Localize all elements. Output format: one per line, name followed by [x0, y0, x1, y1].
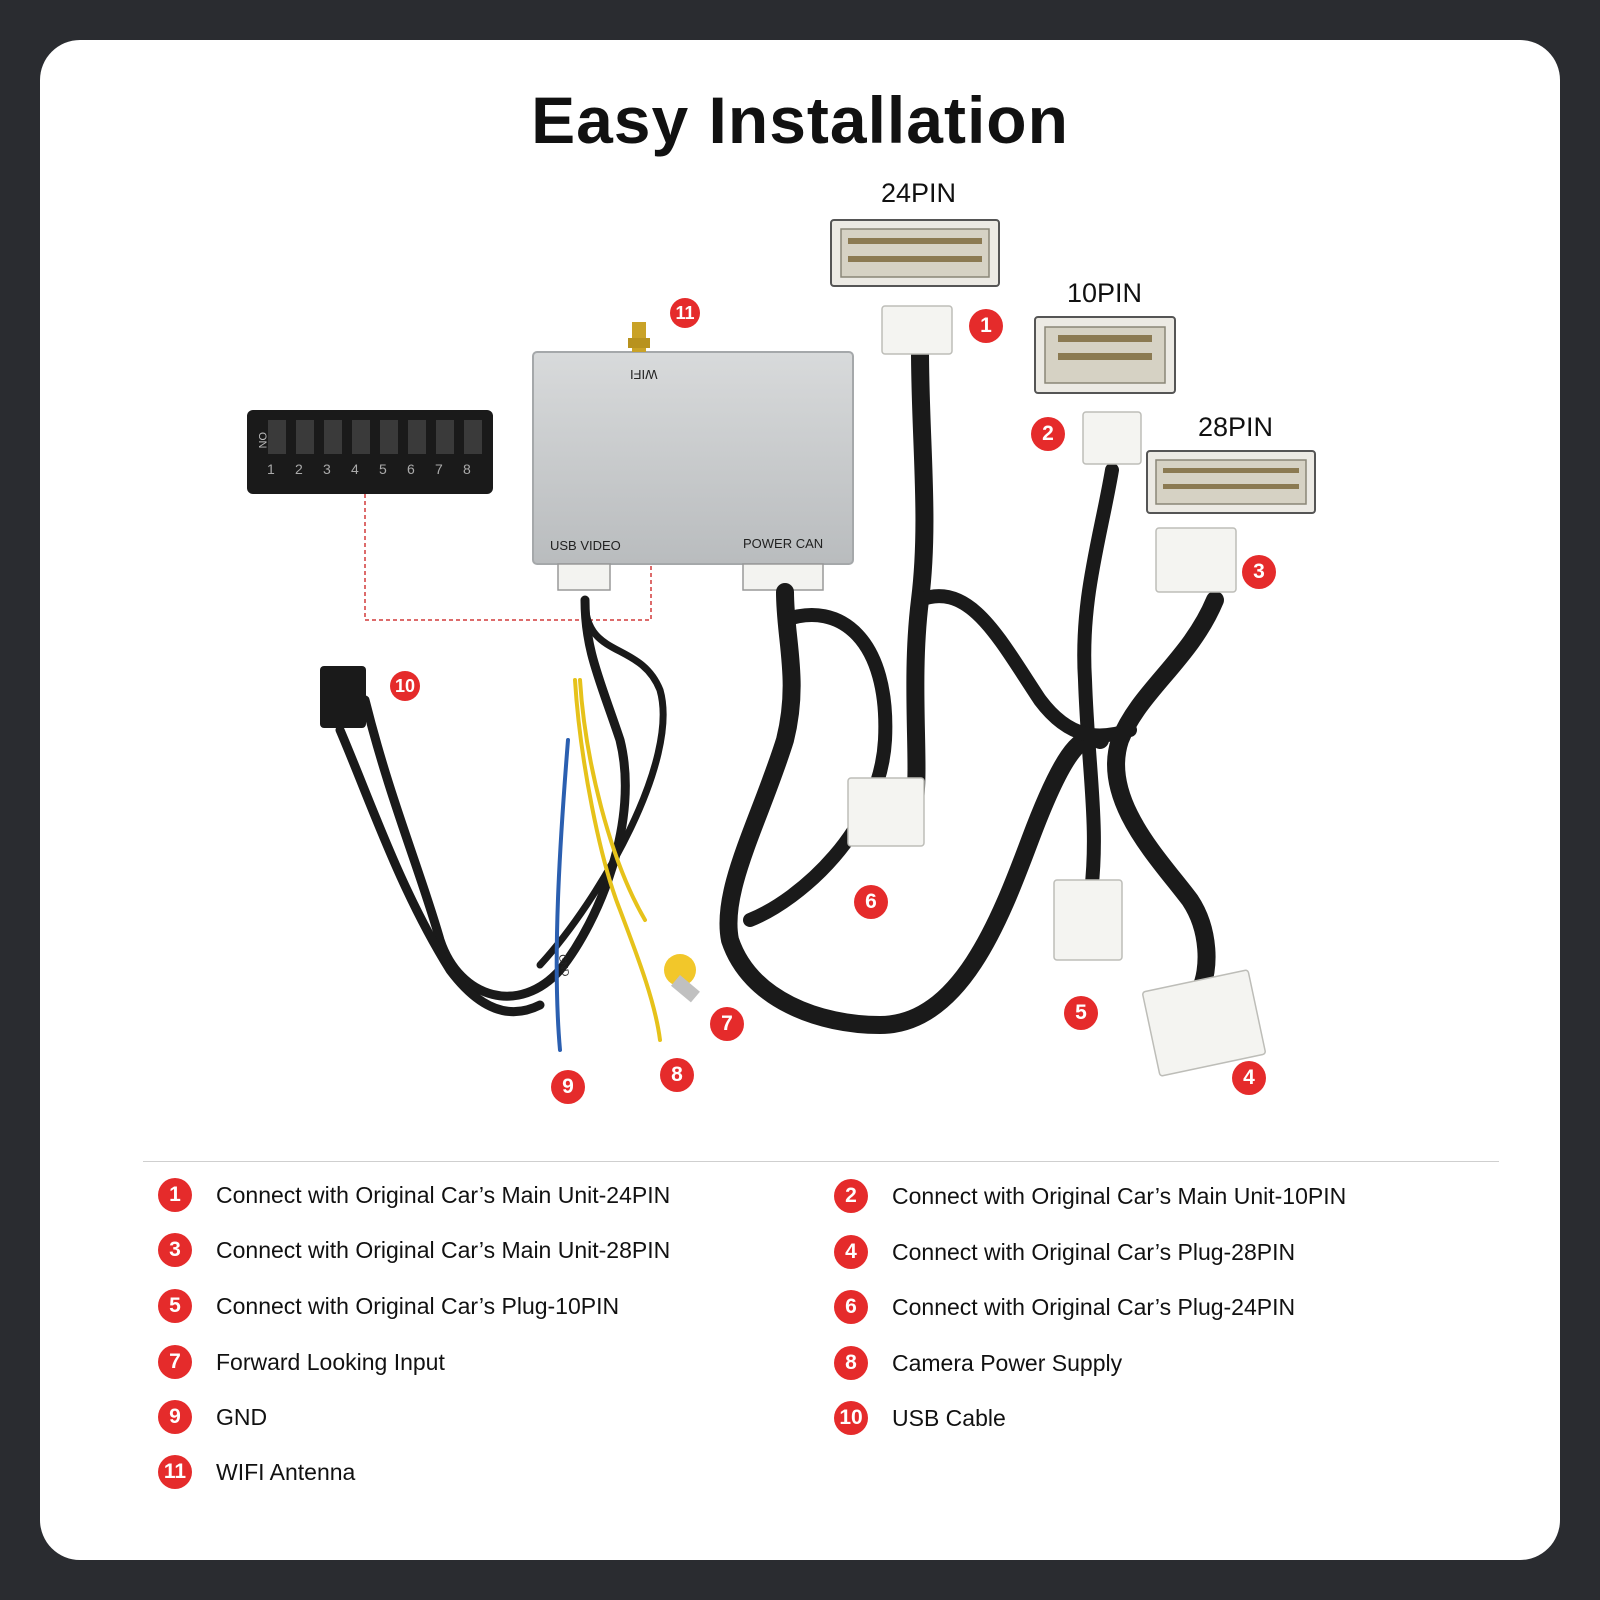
callout-badge-3: 3	[1242, 555, 1276, 589]
legend-text: Camera Power Supply	[892, 1349, 1123, 1376]
pin28-label: 28PIN	[1198, 412, 1274, 442]
pin24-connector-face	[830, 219, 1000, 287]
legend-badge: 3	[158, 1233, 192, 1267]
legend-text: GND	[216, 1403, 268, 1430]
pin10-connector-face	[1034, 316, 1176, 394]
legend-badge: 7	[158, 1345, 192, 1379]
callout-badge-10: 10	[390, 671, 420, 701]
dip-number: 6	[407, 461, 415, 477]
legend-item-3: 3 Connect with Original Car’s Main Unit-…	[158, 1233, 670, 1267]
legend-badge: 11	[158, 1455, 192, 1489]
dip-number: 1	[267, 461, 275, 477]
dip-on-label: ON	[256, 432, 268, 449]
pin10-label: 10PIN	[1067, 278, 1143, 308]
legend-text: USB Cable	[892, 1404, 1006, 1431]
wifi-port-label: WIFI	[630, 367, 658, 382]
legend-badge: 8	[834, 1346, 868, 1380]
usb-plug	[320, 666, 366, 728]
dip-number: 3	[323, 461, 331, 477]
callout-badge-11: 11	[670, 298, 700, 328]
page-title: Easy Installation	[531, 83, 1069, 157]
legend-badge: 6	[834, 1290, 868, 1324]
installation-card: Easy Installation 24PIN 10PIN 28PIN	[40, 40, 1560, 1560]
dip-number: 2	[295, 461, 303, 477]
power-can-port-label: POWER CAN	[743, 536, 824, 551]
legend-text: Connect with Original Car’s Plug-10PIN	[216, 1292, 620, 1319]
legend-badge: 9	[158, 1400, 192, 1434]
pin28-connector-face	[1146, 450, 1316, 514]
interface-module	[532, 322, 854, 591]
wiring-diagram	[247, 219, 1316, 1077]
legend-item-9: 9 GND	[158, 1400, 267, 1434]
legend-item-8: 8 Camera Power Supply	[834, 1346, 1122, 1380]
pin24-label: 24PIN	[881, 178, 957, 208]
dip-number: 4	[351, 461, 359, 477]
callout-badge-4: 4	[1232, 1061, 1266, 1095]
legend-item-1: 1 Connect with Original Car’s Main Unit-…	[158, 1178, 670, 1212]
rca-plug	[664, 954, 700, 1003]
legend-item-2: 2 Connect with Original Car’s Main Unit-…	[834, 1179, 1346, 1213]
legend-text: Forward Looking Input	[216, 1348, 445, 1375]
legend-text: Connect with Original Car’s Main Unit-10…	[892, 1182, 1347, 1209]
dip-guide-line	[364, 494, 652, 621]
legend-item-11: 11 WIFI Antenna	[158, 1455, 355, 1489]
legend-badge: 10	[834, 1401, 868, 1435]
usb-video-port-label: USB VIDEO	[550, 538, 621, 553]
legend-badge: 1	[158, 1178, 192, 1212]
legend-text: Connect with Original Car’s Plug-28PIN	[892, 1238, 1296, 1265]
legend-item-5: 5 Connect with Original Car’s Plug-10PIN	[158, 1289, 619, 1323]
legend-item-10: 10 USB Cable	[834, 1401, 1006, 1435]
legend-item-7: 7 Forward Looking Input	[158, 1345, 445, 1379]
legend-text: WIFI Antenna	[216, 1458, 356, 1485]
legend-badge: 5	[158, 1289, 192, 1323]
callout-badge-5: 5	[1064, 996, 1098, 1030]
legend-divider	[143, 1161, 1499, 1162]
callout-badge-1: 1	[969, 309, 1003, 343]
legend-badge: 2	[834, 1179, 868, 1213]
dip-number: 5	[379, 461, 387, 477]
legend-text: Connect with Original Car’s Main Unit-24…	[216, 1181, 671, 1208]
legend-text: Connect with Original Car’s Plug-24PIN	[892, 1293, 1296, 1320]
legend-item-6: 6 Connect with Original Car’s Plug-24PIN	[834, 1290, 1295, 1324]
callout-badge-7: 7	[710, 1007, 744, 1041]
legend-badge: 4	[834, 1235, 868, 1269]
callout-badge-6: 6	[854, 885, 888, 919]
dip-number: 8	[463, 461, 471, 477]
legend-text: Connect with Original Car’s Main Unit-28…	[216, 1236, 671, 1263]
dip-number: 7	[435, 461, 443, 477]
harness-plugs	[847, 305, 1266, 1077]
callout-badge-9: 9	[551, 1070, 585, 1104]
legend-item-4: 4 Connect with Original Car’s Plug-28PIN	[834, 1235, 1295, 1269]
callout-badge-2: 2	[1031, 417, 1065, 451]
callout-badge-8: 8	[660, 1058, 694, 1092]
dip-switch	[247, 410, 493, 494]
cable-harness	[335, 341, 1224, 1052]
